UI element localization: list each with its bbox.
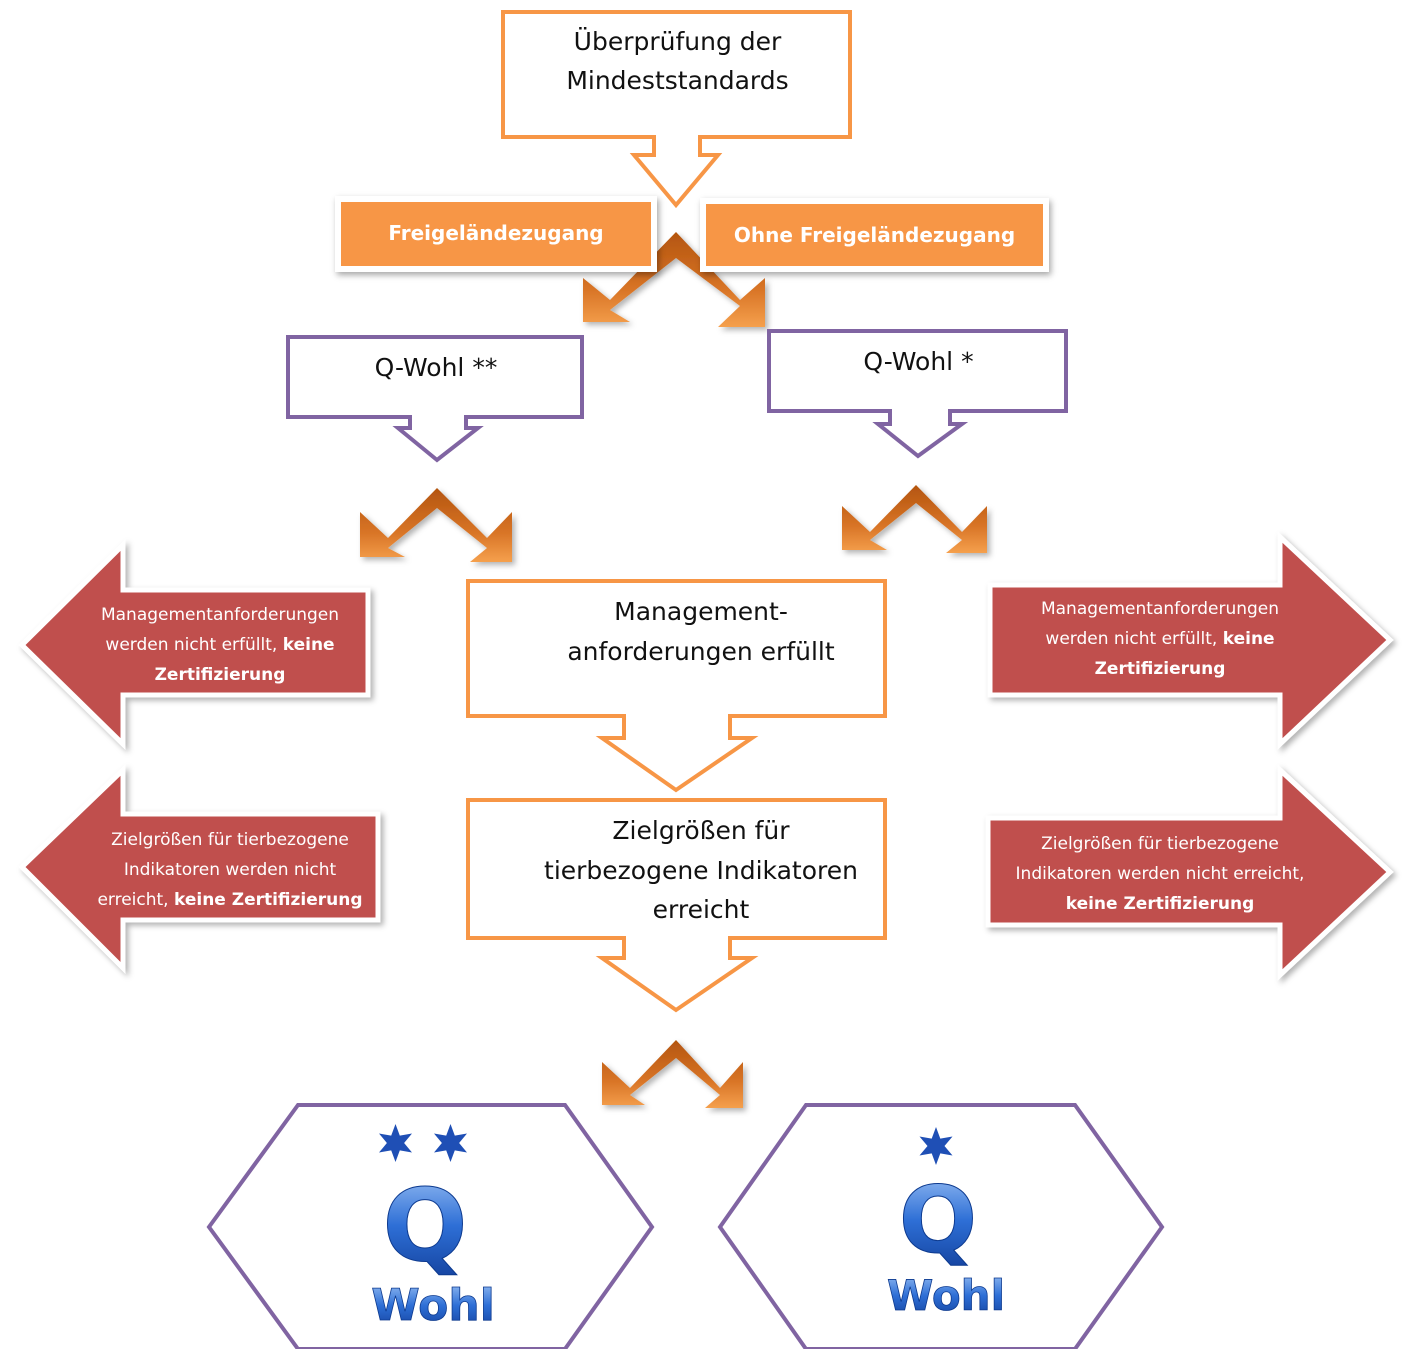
qwohl-two-star-box bbox=[286, 335, 584, 463]
tab-freigelaendezugang: Freigeländezugang bbox=[335, 196, 657, 272]
right-arrow-1-bold3: Zertifizierung bbox=[1094, 659, 1226, 679]
chevron-bottom bbox=[602, 1040, 743, 1108]
stars-one bbox=[919, 1127, 953, 1165]
management-text: Management- anforderungen erfüllt bbox=[470, 596, 932, 668]
target-line1: Zielgrößen für bbox=[612, 816, 790, 845]
left-arrow-management-text: Managementanforderungen werden nicht erf… bbox=[70, 600, 370, 690]
chevron-right-branch bbox=[842, 485, 987, 553]
stars-two bbox=[379, 1124, 467, 1162]
chevron-left-branch bbox=[360, 488, 512, 562]
target-callout-box bbox=[466, 798, 887, 1013]
right-arrow-2-bold3: keine Zertifizierung bbox=[1065, 894, 1255, 914]
top-box-text: Überprüfung der Mindeststandards bbox=[505, 26, 850, 97]
right-arrow-management bbox=[987, 531, 1394, 750]
qwohl-one-star-label: Q-Wohl * bbox=[863, 347, 974, 376]
q-letter-left: Q bbox=[382, 1167, 467, 1284]
management-line2: anforderungen erfüllt bbox=[567, 636, 835, 666]
wohl-word-left: Wohl bbox=[371, 1280, 495, 1331]
qwohl-one-star-box bbox=[767, 329, 1068, 459]
star-icon bbox=[379, 1124, 412, 1162]
left-arrow-2-line3: erreicht, bbox=[97, 890, 169, 910]
right-arrow-2-line2: Indikatoren werden nicht erreicht, bbox=[1015, 864, 1305, 884]
right-arrow-2-line1: Zielgrößen für tierbezogene bbox=[1041, 834, 1279, 854]
left-arrow-2-bold3: keine Zertifizierung bbox=[173, 890, 363, 910]
left-arrow-1-line2: werden nicht erfüllt, bbox=[105, 635, 278, 655]
right-arrow-1-line2: werden nicht erfüllt, bbox=[1045, 629, 1218, 649]
left-arrow-management bbox=[18, 539, 371, 750]
star-icon bbox=[919, 1127, 953, 1165]
left-arrow-2-line1: Zielgrößen für tierbezogene bbox=[111, 830, 349, 850]
tab-ohne-freigelaendezugang: Ohne Freigeländezugang bbox=[700, 198, 1049, 272]
right-arrow-management-text: Managementanforderungen werden nicht erf… bbox=[1010, 594, 1310, 684]
target-line2: tierbezogene Indikatoren bbox=[544, 855, 858, 885]
target-text: Zielgrößen für tierbezogene Indikatoren … bbox=[470, 815, 932, 927]
top-box-line2: Mindeststandards bbox=[566, 65, 789, 95]
split-chevron-top bbox=[583, 232, 765, 327]
management-callout-box bbox=[466, 579, 887, 793]
left-arrow-1-line1: Managementanforderungen bbox=[100, 605, 340, 625]
qwohl-two-star-label: Q-Wohl ** bbox=[374, 353, 498, 382]
top-box-line1: Überprüfung der bbox=[573, 27, 782, 56]
left-arrow-2-line2: Indikatoren werden nicht bbox=[123, 860, 337, 880]
top-callout-box bbox=[501, 10, 852, 209]
management-line1: Management- bbox=[614, 597, 788, 626]
right-arrow-1-bold2: keine bbox=[1222, 629, 1275, 649]
right-arrow-targets bbox=[985, 764, 1394, 981]
left-arrow-targets-text: Zielgrößen für tierbezogene Indikatoren … bbox=[80, 825, 380, 915]
hexagon-one-star bbox=[717, 1103, 1165, 1349]
left-arrow-1-bold3: Zertifizierung bbox=[154, 665, 286, 685]
star-icon bbox=[434, 1124, 467, 1162]
left-arrow-targets bbox=[18, 764, 381, 975]
right-arrow-targets-text: Zielgrößen für tierbezogene Indikatoren … bbox=[995, 829, 1325, 919]
hexagon-two-star bbox=[206, 1103, 655, 1349]
wohl-word-right: Wohl bbox=[887, 1271, 1005, 1320]
left-arrow-1-bold2: keine bbox=[282, 635, 335, 655]
q-letter-right: Q bbox=[899, 1167, 977, 1274]
right-arrow-1-line1: Managementanforderungen bbox=[1040, 599, 1280, 619]
target-line3: erreicht bbox=[652, 895, 750, 924]
